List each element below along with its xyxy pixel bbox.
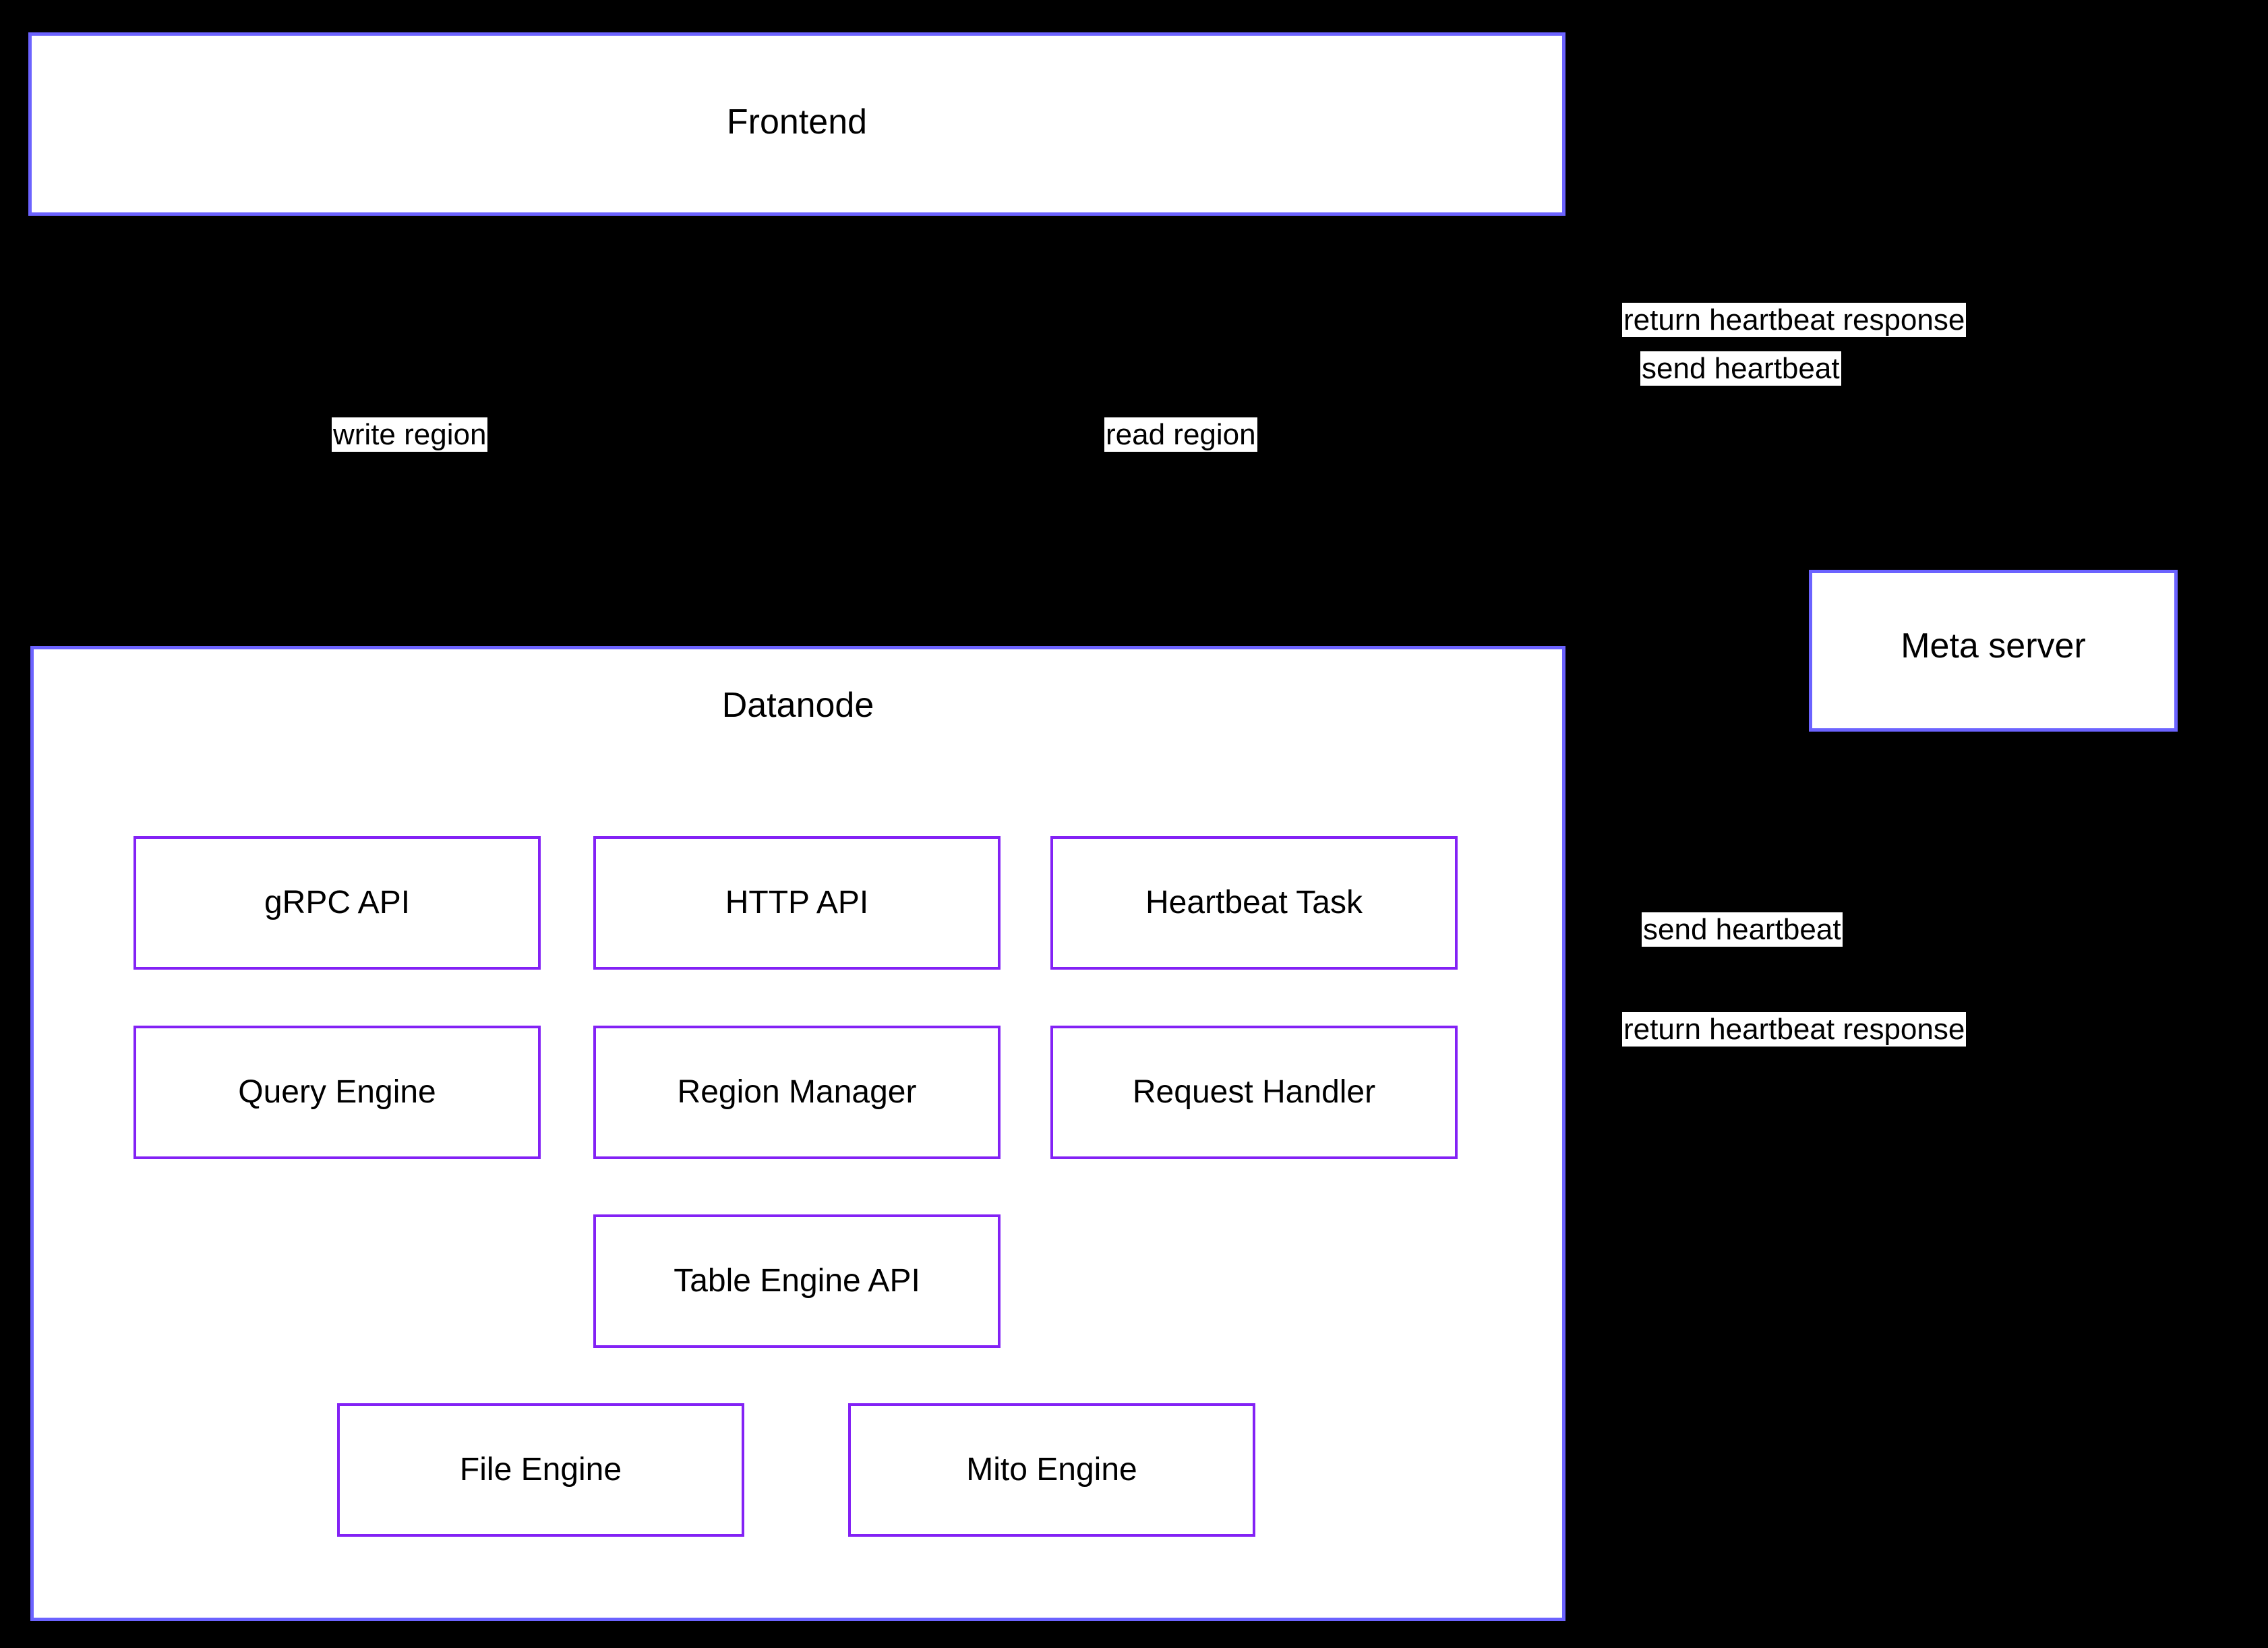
- node-request-handler[interactable]: Request Handler: [1050, 1026, 1458, 1159]
- node-frontend[interactable]: Frontend: [28, 32, 1565, 216]
- node-table-engine-api[interactable]: Table Engine API: [593, 1214, 1001, 1348]
- node-meta-server[interactable]: Meta server: [1809, 570, 2178, 732]
- edge-label-datanode-send-heartbeat: send heartbeat: [1642, 912, 1843, 947]
- node-http-api-label: HTTP API: [725, 884, 869, 920]
- node-region-manager[interactable]: Region Manager: [593, 1026, 1001, 1159]
- node-frontend-label: Frontend: [726, 102, 868, 142]
- edge-meta-to-frontend-return: [1575, 119, 2031, 568]
- node-file-engine[interactable]: File Engine: [337, 1403, 744, 1537]
- node-heartbeat-task[interactable]: Heartbeat Task: [1050, 836, 1458, 970]
- node-meta-server-label: Meta server: [1901, 626, 2086, 666]
- node-heartbeat-task-label: Heartbeat Task: [1145, 884, 1363, 920]
- node-table-engine-api-label: Table Engine API: [674, 1262, 920, 1299]
- node-file-engine-label: File Engine: [459, 1451, 622, 1488]
- node-query-engine-label: Query Engine: [238, 1073, 436, 1110]
- node-mito-engine-label: Mito Engine: [966, 1451, 1137, 1488]
- node-grpc-api-label: gRPC API: [264, 884, 411, 920]
- node-query-engine[interactable]: Query Engine: [133, 1026, 541, 1159]
- node-mito-engine[interactable]: Mito Engine: [848, 1403, 1255, 1537]
- edge-frontend-to-meta-send: [1570, 120, 1917, 569]
- edge-label-read-region: read region: [1104, 417, 1257, 452]
- edge-label-datanode-return-heartbeat-response: return heartbeat response: [1622, 1012, 1967, 1047]
- edge-label-frontend-send-heartbeat: send heartbeat: [1640, 351, 1841, 386]
- edge-label-frontend-return-heartbeat-response: return heartbeat response: [1622, 303, 1967, 338]
- node-http-api[interactable]: HTTP API: [593, 836, 1001, 970]
- edge-label-write-region: write region: [332, 417, 488, 452]
- node-request-handler-label: Request Handler: [1132, 1073, 1376, 1110]
- node-datanode-label: Datanode: [721, 686, 874, 725]
- node-region-manager-label: Region Manager: [677, 1073, 917, 1110]
- node-grpc-api[interactable]: gRPC API: [133, 836, 541, 970]
